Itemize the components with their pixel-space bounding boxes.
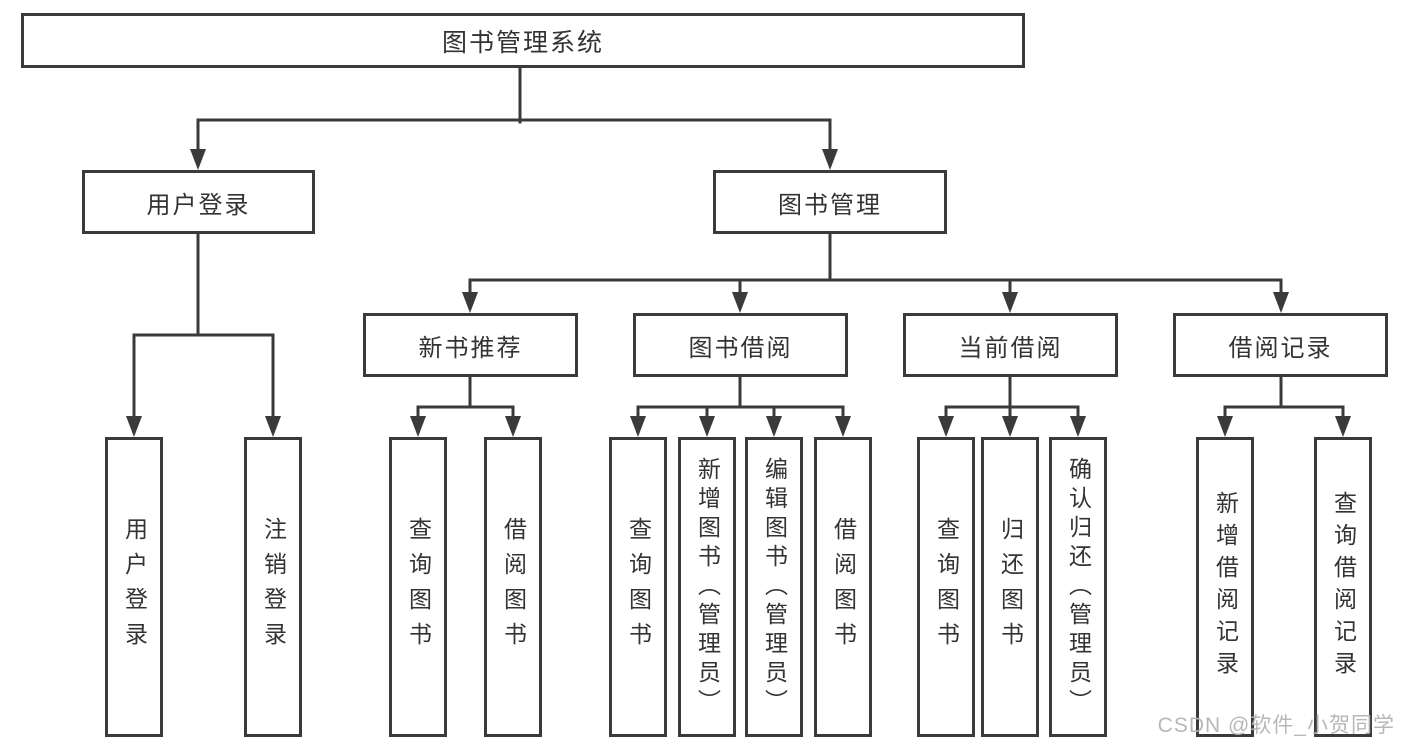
connector-path [132, 66, 1345, 422]
node-borrow-books-borrowing: 借阅图书 [814, 437, 872, 737]
node-label: 注销登录 [260, 517, 287, 657]
arrow-down-icon [835, 416, 851, 437]
arrow-down-icon [938, 416, 954, 437]
node-library-management-system: 图书管理系统 [21, 13, 1025, 68]
node-label: 确认归还（管理员） [1065, 456, 1092, 718]
node-logout: 注销登录 [244, 437, 302, 737]
node-label: 查询借阅记录 [1330, 491, 1357, 683]
arrow-down-icon [265, 416, 281, 437]
node-label: 归还图书 [997, 517, 1024, 657]
arrow-down-icon [126, 416, 142, 437]
arrow-down-icon [505, 416, 521, 437]
arrow-down-icon [462, 292, 478, 313]
arrow-down-icon [732, 292, 748, 313]
node-label: 借阅图书 [500, 517, 527, 657]
node-query-books-current: 查询图书 [917, 437, 975, 737]
arrow-down-icon [410, 416, 426, 437]
watermark: CSDN @软件_小贺同学 [1157, 714, 1395, 737]
arrow-down-icon [1335, 416, 1351, 437]
node-label: 查询图书 [405, 517, 432, 657]
arrow-down-icon [1002, 416, 1018, 437]
node-add-borrow-record: 新增借阅记录 [1196, 437, 1254, 737]
node-user-login-action: 用户登录 [105, 437, 163, 737]
node-user-login: 用户登录 [82, 170, 315, 234]
node-return-books: 归还图书 [981, 437, 1039, 737]
node-book-borrowing: 图书借阅 [633, 313, 848, 377]
node-label: 新增图书（管理员） [694, 456, 721, 718]
arrow-down-icon [1273, 292, 1289, 313]
node-book-management: 图书管理 [713, 170, 947, 234]
node-confirm-return-admin: 确认归还（管理员） [1049, 437, 1107, 737]
node-borrow-books-recommend: 借阅图书 [484, 437, 542, 737]
node-new-book-recommend: 新书推荐 [363, 313, 578, 377]
arrow-down-icon [1217, 416, 1233, 437]
node-label: 编辑图书（管理员） [761, 456, 788, 718]
node-query-books-borrowing: 查询图书 [609, 437, 667, 737]
arrow-down-icon [1070, 416, 1086, 437]
arrow-down-icon [1002, 292, 1018, 313]
node-borrowing-records: 借阅记录 [1173, 313, 1388, 377]
node-label: 借阅图书 [830, 517, 857, 657]
arrow-down-icon [822, 149, 838, 170]
node-label: 查询图书 [625, 517, 652, 657]
node-edit-books-admin: 编辑图书（管理员） [745, 437, 803, 737]
node-label: 查询图书 [933, 517, 960, 657]
arrow-down-icon [699, 416, 715, 437]
node-label: 新增借阅记录 [1212, 491, 1239, 683]
arrow-down-icon [630, 416, 646, 437]
arrowheads [126, 149, 1351, 437]
arrow-down-icon [190, 149, 206, 170]
arrow-down-icon [766, 416, 782, 437]
node-query-borrow-record: 查询借阅记录 [1314, 437, 1372, 737]
node-add-books-admin: 新增图书（管理员） [678, 437, 736, 737]
node-label: 用户登录 [121, 517, 148, 657]
node-query-books-recommend: 查询图书 [389, 437, 447, 737]
node-current-borrowing: 当前借阅 [903, 313, 1118, 377]
